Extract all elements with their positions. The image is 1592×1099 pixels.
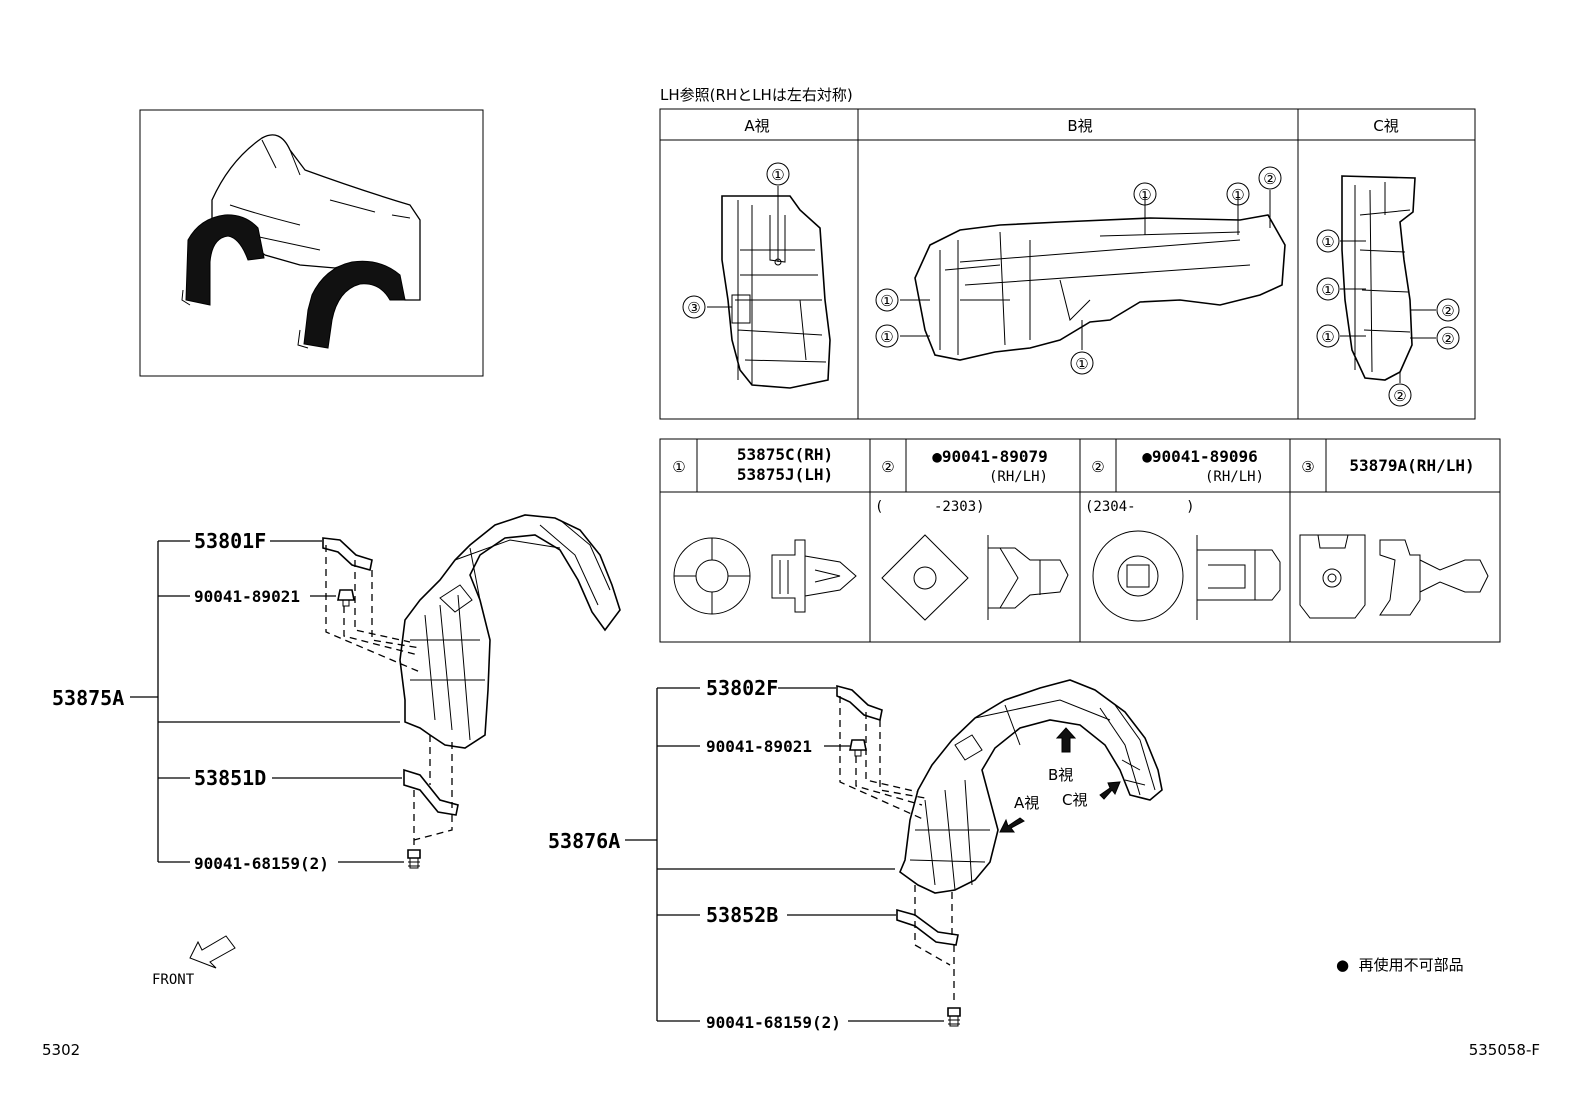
callout-1-view-c-b: ① (1321, 281, 1334, 299)
part-90041-89079: ●90041-89079 (932, 447, 1048, 466)
part-90041-68159-left: 90041-68159(2) (194, 854, 329, 873)
callout-1-view-b-c: ① (880, 292, 893, 310)
view-b-drawing: ① ① ② ① ① ① (875, 166, 1286, 375)
part-53801F: 53801F (194, 529, 266, 553)
callout-1-view-c-a: ① (1321, 233, 1334, 251)
part-53879A: 53879A(RH/LH) (1349, 456, 1474, 475)
front-label: FRONT (152, 972, 195, 988)
table-callout-2b: ② (1091, 458, 1104, 476)
part-53875C: 53875C(RH) (737, 445, 833, 464)
left-assembly: 53875A 53801F 90041-89021 53851D 90041-6… (52, 514, 621, 873)
callout-1-view-b-a: ① (1138, 186, 1151, 204)
range-until-2303: ( -2303) (875, 499, 985, 515)
callout-2-view-b: ② (1263, 170, 1276, 188)
part-53875J: 53875J(LH) (737, 465, 833, 484)
part-90041-89021-left: 90041-89021 (194, 587, 300, 606)
drawing-number: 535058-F (1469, 1041, 1540, 1059)
callout-1-view-b-b: ① (1231, 186, 1244, 204)
part-53852B: 53852B (706, 903, 778, 927)
view-c-arrow-label: C視 (1062, 791, 1087, 809)
part-53875A: 53875A (52, 686, 124, 710)
clip-89096-drawing (1092, 530, 1281, 622)
table-callout-2a: ② (881, 458, 894, 476)
part-90041-89079-side: (RH/LH) (989, 469, 1048, 485)
overview-inset (139, 109, 484, 377)
part-53851D: 53851D (194, 766, 266, 790)
view-a-drawing: ① ③ (682, 162, 831, 389)
part-90041-89096-side: (RH/LH) (1205, 469, 1264, 485)
front-arrow-icon (189, 935, 236, 969)
lh-reference-note: LH参照(RHとLHは左右対称) (660, 86, 853, 104)
view-b-arrow-label: B視 (1048, 766, 1073, 784)
view-c-title: C視 (1373, 117, 1398, 135)
clip-53879A-drawing (1299, 534, 1489, 619)
view-c-drawing: ① ① ① ② ② ② (1316, 175, 1460, 407)
part-53802F: 53802F (706, 676, 778, 700)
view-a-arrow-label: A視 (1014, 794, 1039, 812)
table-callout-1: ① (672, 458, 685, 476)
part-90041-68159-right: 90041-68159(2) (706, 1013, 841, 1032)
callout-2-view-c-c: ② (1393, 387, 1406, 405)
clip-89079-drawing (881, 534, 1069, 621)
non-reusable-legend: ● 再使用不可部品 (1336, 956, 1464, 974)
clip-53875-drawing (673, 537, 857, 615)
part-90041-89096: ●90041-89096 (1142, 447, 1258, 466)
page-code: 5302 (42, 1041, 80, 1059)
part-90041-89021-right: 90041-89021 (706, 737, 812, 756)
table-callout-3: ③ (1301, 458, 1314, 476)
views-table: A視 B視 C視 (659, 108, 1476, 420)
view-a-title: A視 (744, 117, 769, 135)
callout-3-view-a: ③ (687, 299, 700, 317)
range-from-2304: (2304- ) (1085, 499, 1195, 515)
part-53876A: 53876A (548, 829, 620, 853)
callout-2-view-c-a: ② (1441, 302, 1454, 320)
callout-2-view-c-b: ② (1441, 330, 1454, 348)
callout-1-view-a: ① (771, 166, 784, 184)
right-assembly: 53876A 53802F 90041-89021 53852B 90041-6… (548, 676, 1163, 1032)
callout-1-view-c-c: ① (1321, 328, 1334, 346)
view-b-title: B視 (1067, 117, 1092, 135)
callout-1-view-b-e: ① (1075, 355, 1088, 373)
fastener-table: ① 53875C(RH) 53875J(LH) ② ●90041-89079 (… (659, 438, 1501, 643)
callout-1-view-b-d: ① (880, 328, 893, 346)
